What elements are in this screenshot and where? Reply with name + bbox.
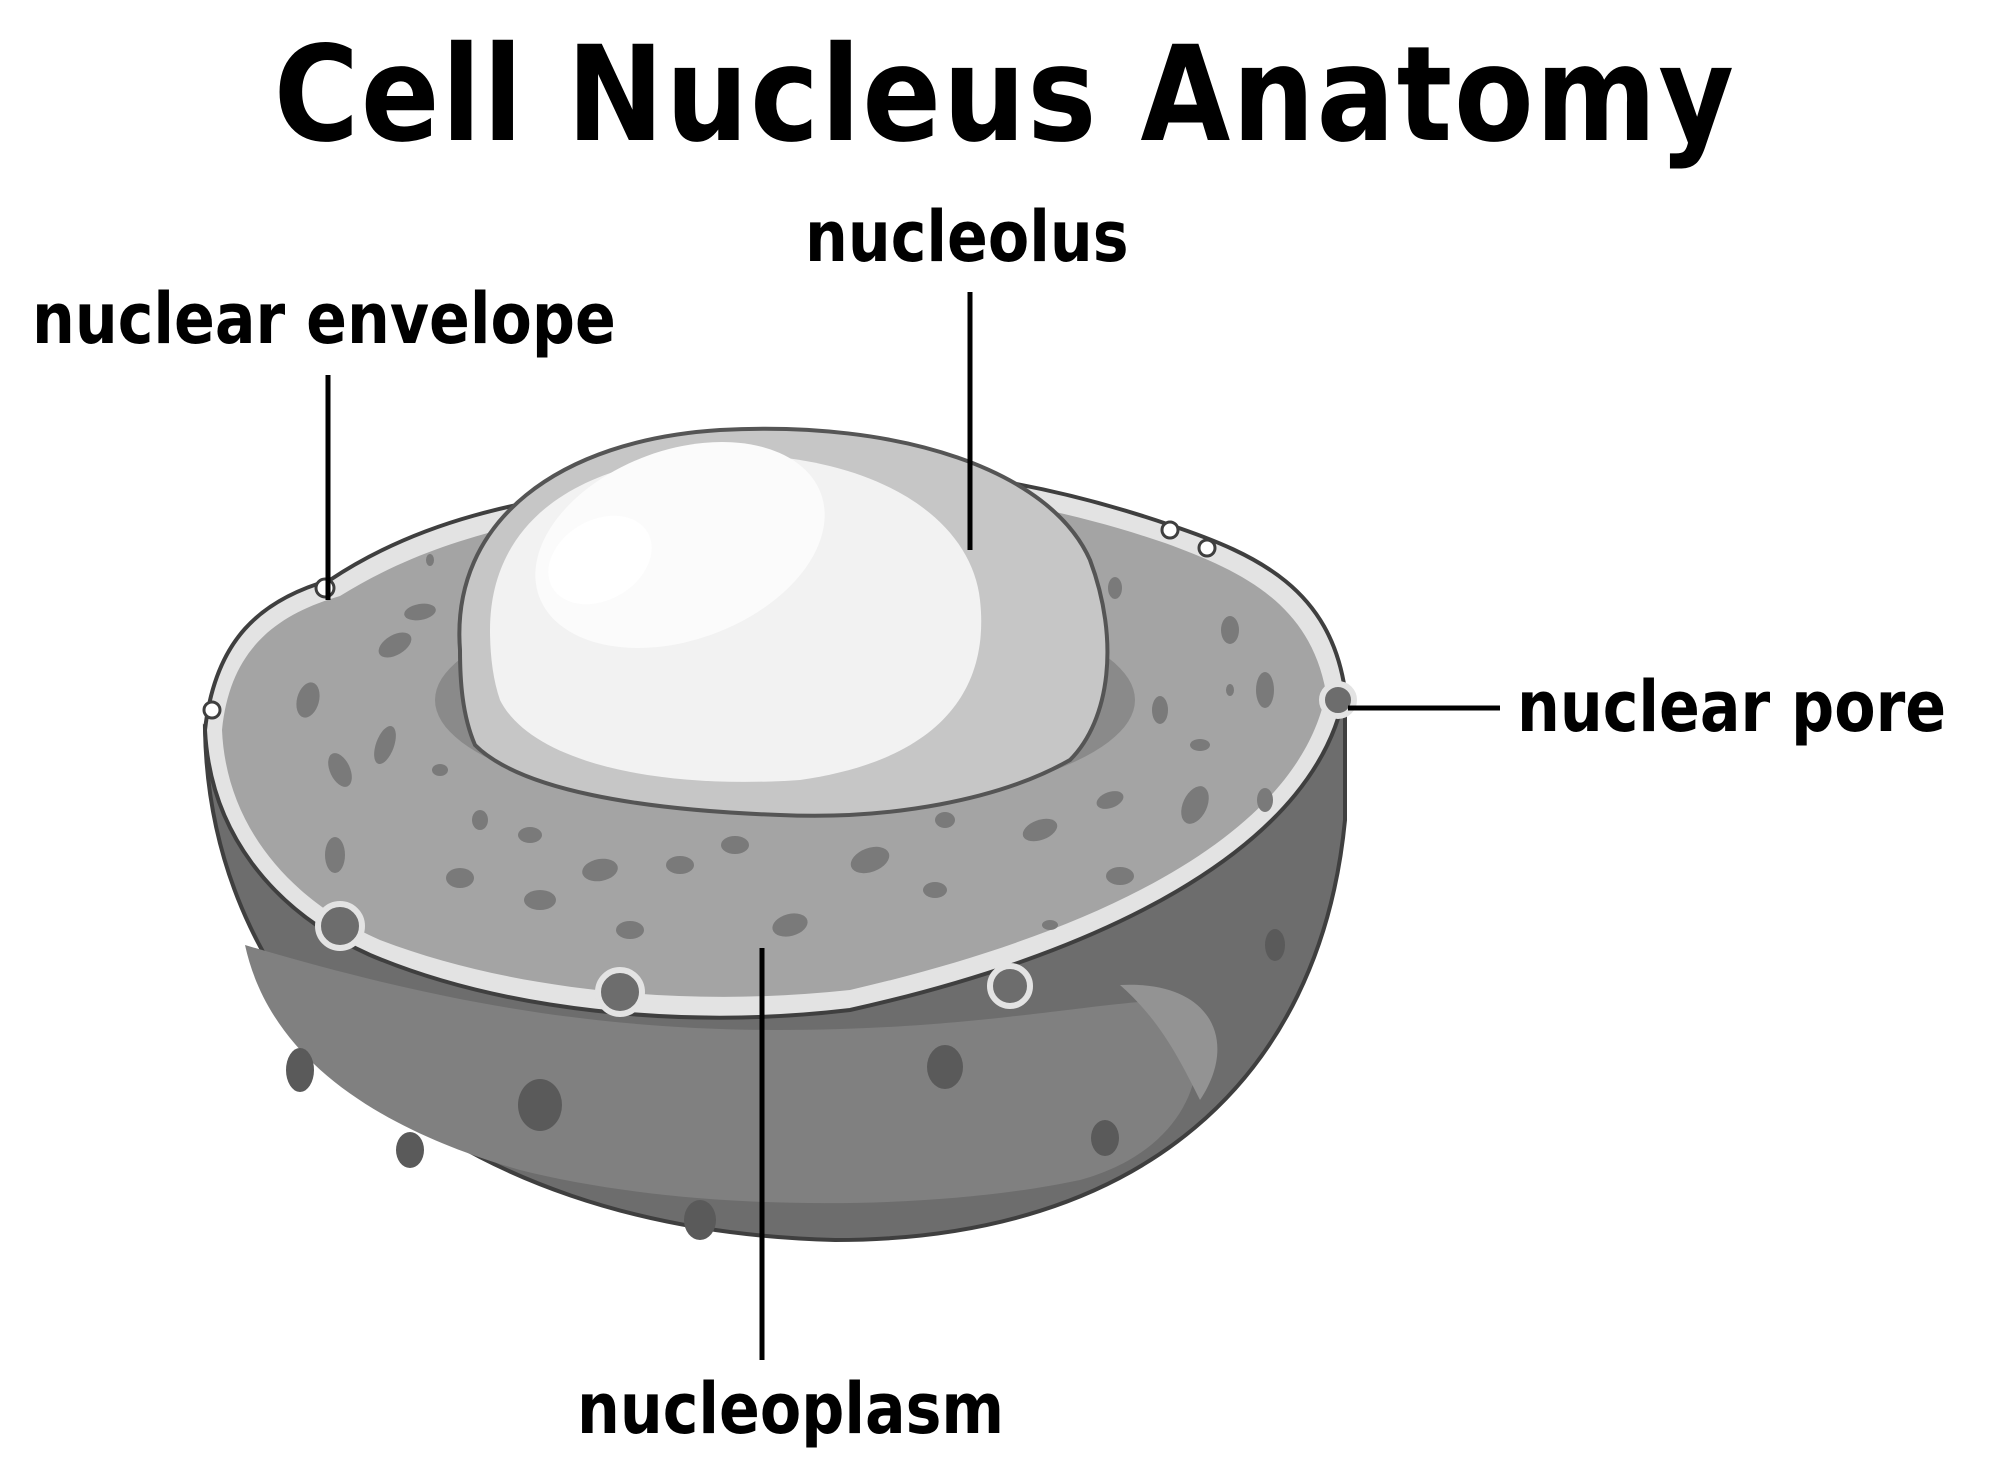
label-nucleolus: nucleolus bbox=[805, 196, 1129, 278]
nucleus-inner-shell bbox=[245, 945, 1197, 1204]
nucleolus-glint bbox=[548, 515, 652, 605]
label-nuclear-envelope: nuclear envelope bbox=[32, 278, 616, 360]
nuclear-pores bbox=[315, 681, 1357, 1017]
nucleus-shell-highlight bbox=[1120, 984, 1218, 1100]
leader-lines bbox=[325, 292, 1500, 1360]
chromatin-speckles bbox=[296, 554, 1274, 939]
diagram-title: Cell Nucleus Anatomy bbox=[273, 18, 1736, 172]
label-nucleoplasm: nucleoplasm bbox=[577, 1368, 1005, 1450]
shell-speckles bbox=[286, 929, 1285, 1240]
label-nuclear-pore: nuclear pore bbox=[1517, 666, 1947, 748]
rim-notches bbox=[202, 502, 1217, 720]
